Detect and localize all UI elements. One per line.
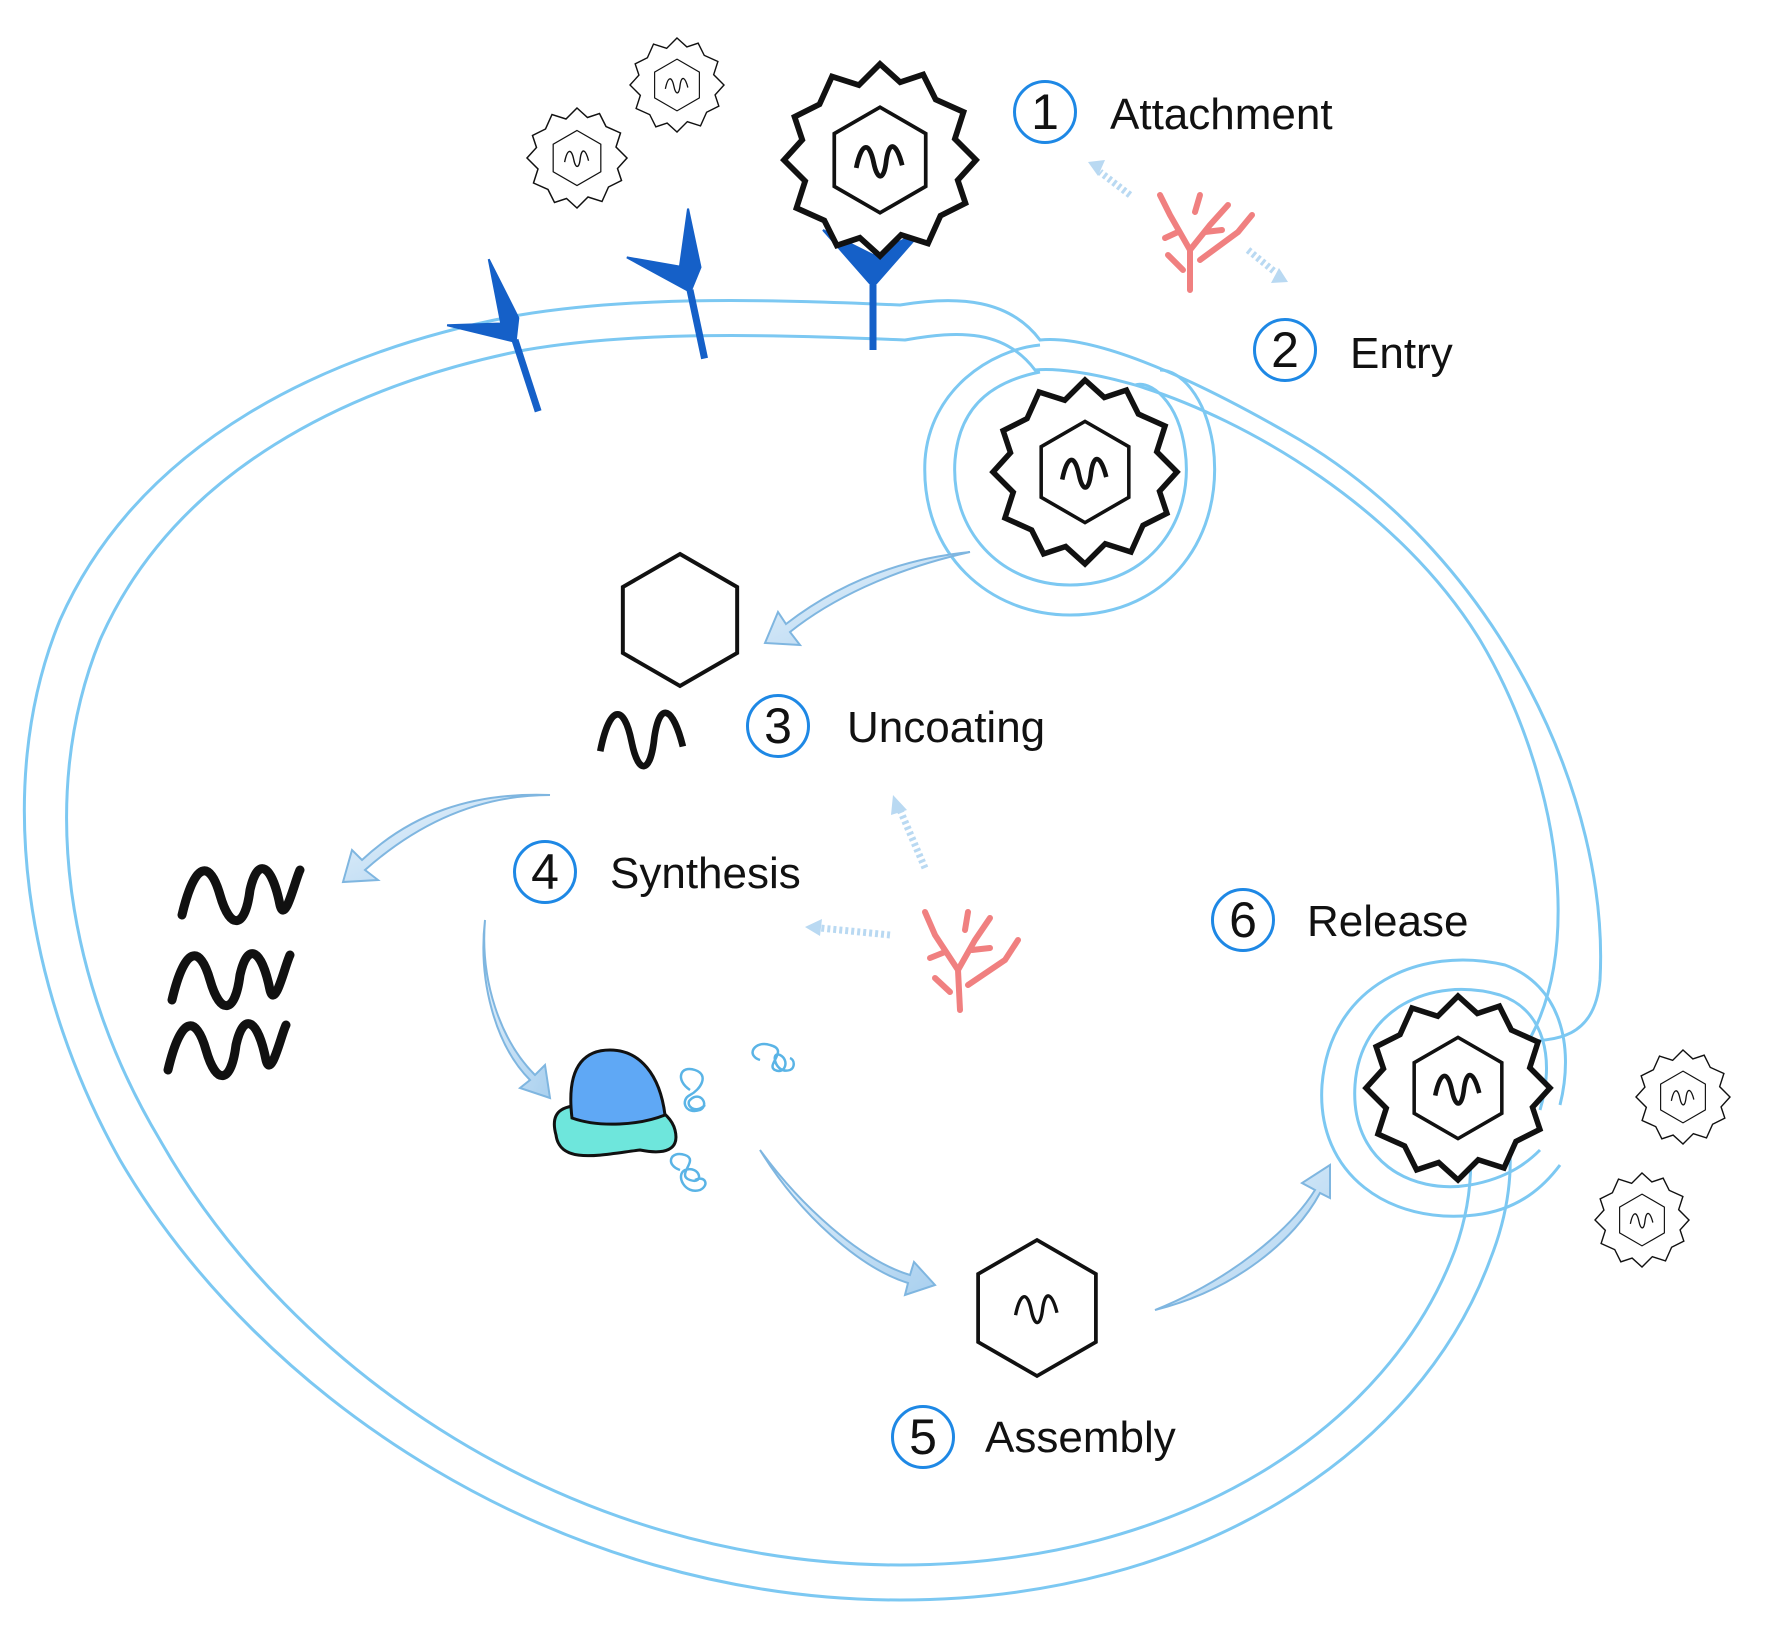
step-1-label: Attachment [1110,90,1333,139]
step-2-label: Entry [1350,329,1453,378]
rna-genome-icon [177,864,305,926]
cell-membrane [22,299,1603,1602]
rna-genome-icon [600,713,683,766]
free-virus-small [527,108,627,208]
entry-vesicle [923,343,1216,617]
free-virus-small [1595,1173,1689,1267]
step-4-label: Synthesis [610,849,801,898]
rna-genome-icon [163,1019,291,1081]
step-2-badge: 2 [1253,318,1317,382]
release-bud [1320,958,1567,1218]
coral-inhibitor-icon [1157,192,1255,293]
coral-inhibitor-icon [922,909,1021,1013]
rna-genome-icon [167,949,295,1011]
step-5-label: Assembly [985,1413,1176,1462]
free-virus-small [630,38,724,132]
arrow-uncoating-to-synthesis [341,793,551,884]
protein-strands [669,1042,795,1193]
arrow-entry-to-uncoating [763,551,971,647]
step-6-badge: 6 [1211,888,1275,952]
inhibition-arrows [805,160,1288,939]
step-4-badge: 4 [513,840,577,904]
receptor-icon [446,258,542,413]
virus-entering [993,380,1177,564]
virus-attaching [784,64,976,256]
replicated-genomes [163,864,305,1081]
assembled-virion [978,1240,1096,1376]
step-6-label: Release [1307,897,1469,946]
protein-strand-icon [669,1152,707,1193]
capsid-icon [623,554,737,686]
step-3-badge: 3 [746,694,810,758]
receptor-icon [626,208,708,360]
ribosome-icon [552,1048,678,1158]
membrane-inner [65,332,1560,1567]
step-1-badge: 1 [1013,80,1077,144]
free-virus-small [1636,1050,1730,1144]
arrow-synthesis-to-ribosome [482,919,552,1100]
arrow-assembly-to-release [1154,1163,1331,1311]
protein-strand-icon [679,1067,706,1113]
virus-budding [1366,996,1550,1180]
membrane-outer [22,299,1603,1602]
step-5-badge: 5 [891,1405,955,1469]
arrow-ribosome-to-assembly [759,1149,937,1297]
protein-strand-icon [751,1042,795,1073]
step-3-label: Uncoating [847,703,1046,752]
process-arrows [341,551,1331,1311]
